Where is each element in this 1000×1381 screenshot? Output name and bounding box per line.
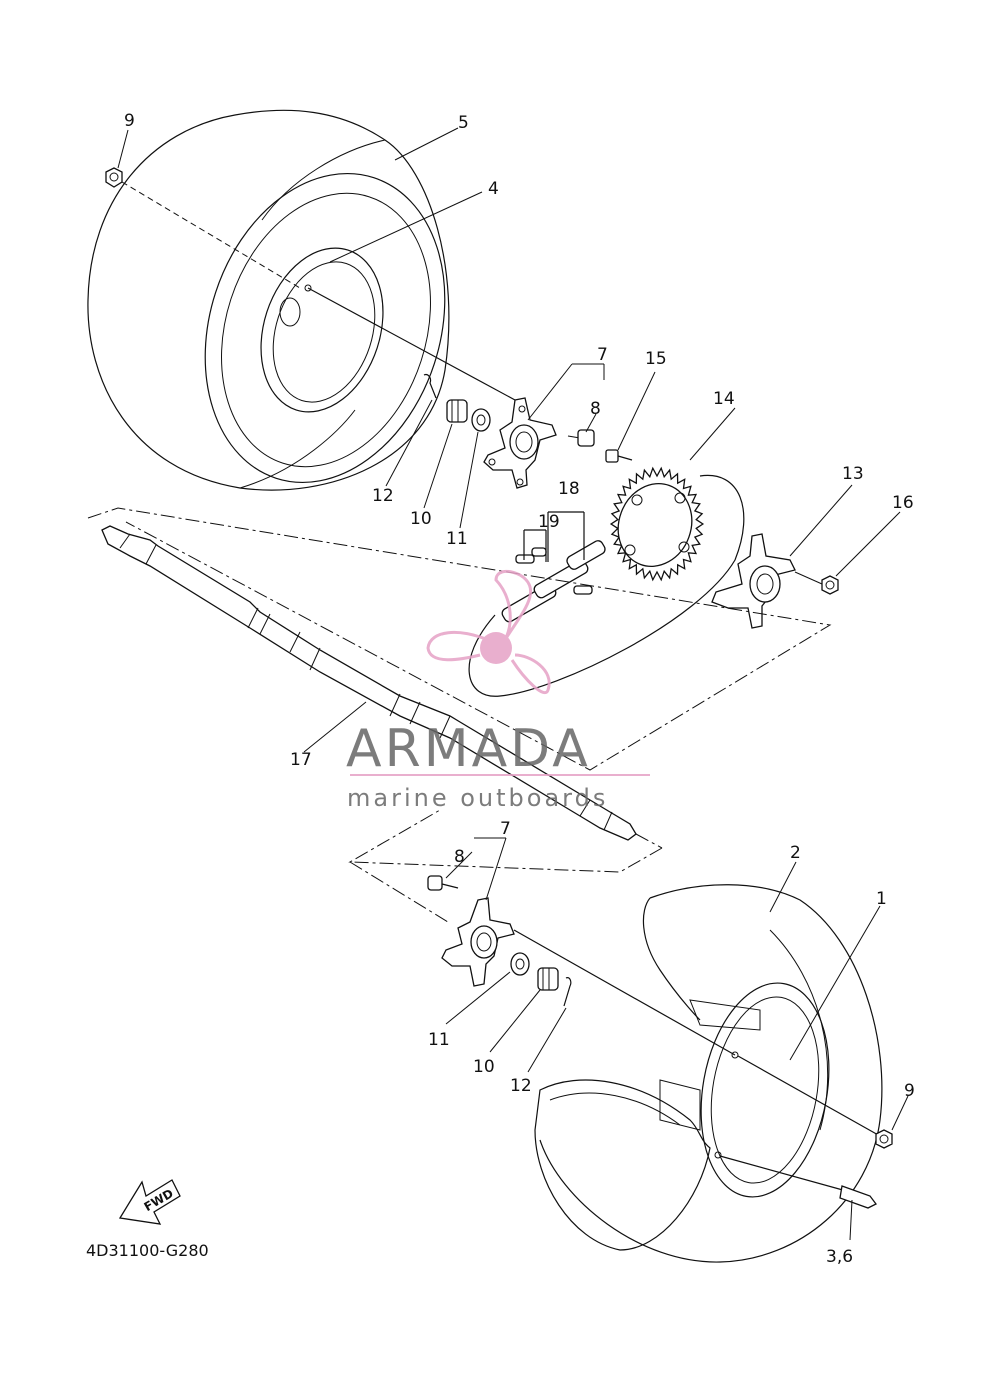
lower-hub-bolt (427, 875, 459, 891)
callout-9-lower: 9 (904, 1081, 915, 1101)
watermark-brand: ARMADA (346, 719, 591, 779)
lower-hub (441, 897, 515, 987)
callout-18: 18 (558, 479, 580, 499)
upper-cotter-pin (423, 373, 437, 399)
upper-hub (483, 397, 557, 489)
callout-1: 1 (876, 889, 887, 909)
lower-castle-nut (537, 967, 559, 991)
callout-8: 8 (590, 399, 601, 419)
callout-7-lower: 7 (500, 819, 511, 839)
forward-arrow-icon: FWD (118, 1179, 181, 1225)
watermark-tagline: marine outboards (347, 784, 608, 812)
upper-washer (471, 408, 491, 432)
callout-12-lower: 12 (510, 1076, 532, 1096)
lower-rim (659, 982, 830, 1198)
leader-lines (117, 127, 909, 1241)
upper-rim (204, 172, 446, 484)
callout-15: 15 (645, 349, 667, 369)
valve-stem (839, 1185, 877, 1209)
callout-17: 17 (290, 750, 312, 770)
callout-11: 11 (446, 529, 468, 549)
callout-16: 16 (892, 493, 914, 513)
diagram-code: 4D31100-G280 (86, 1241, 209, 1260)
drive-chain-links (501, 540, 606, 623)
callout-11-lower: 11 (428, 1030, 450, 1050)
callout-14: 14 (713, 389, 735, 409)
lower-cotter-pin (563, 977, 572, 1007)
armada-watermark: ARMADA marine outboards (346, 569, 650, 812)
callout-7: 7 (597, 345, 608, 365)
sprocket (609, 466, 705, 582)
callout-2: 2 (790, 843, 801, 863)
upper-tire (87, 109, 450, 491)
upper-nut (105, 167, 123, 188)
callout-4: 4 (488, 179, 499, 199)
upper-hub-bolt (567, 429, 595, 447)
rear-hub-nut (821, 575, 839, 595)
lower-tire (534, 884, 883, 1263)
propeller-logo-icon (426, 569, 551, 694)
callout-10-lower: 10 (473, 1057, 495, 1077)
rear-hub (711, 533, 796, 629)
callout-3-6: 3,6 (826, 1247, 853, 1267)
lower-nut (875, 1129, 893, 1149)
lower-washer (510, 952, 530, 976)
callout-8-lower: 8 (454, 847, 465, 867)
callout-5: 5 (458, 113, 469, 133)
rear-axle (101, 525, 637, 841)
callout-19: 19 (538, 512, 560, 532)
callout-9: 9 (124, 111, 135, 131)
upper-castle-nut (446, 399, 468, 423)
callout-10: 10 (410, 509, 432, 529)
sprocket-bolt (605, 449, 633, 463)
callout-13: 13 (842, 464, 864, 484)
callout-12: 12 (372, 486, 394, 506)
